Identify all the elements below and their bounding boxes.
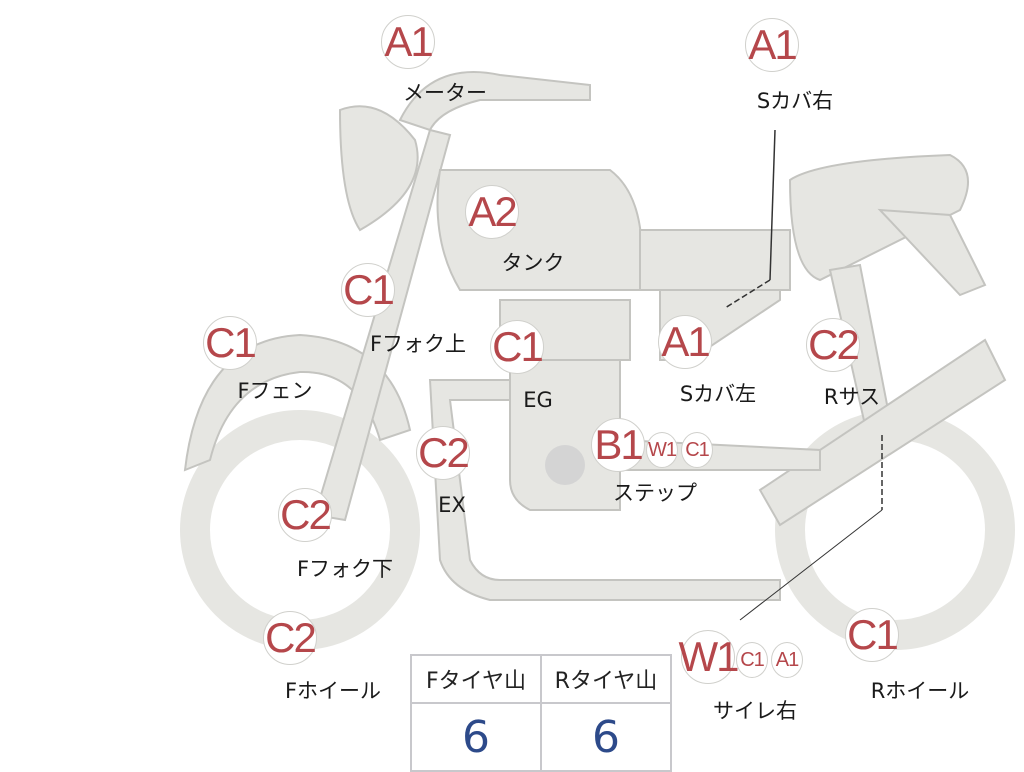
part-label: Rホイール <box>870 679 970 703</box>
grade-badge-small: C1 <box>736 642 768 678</box>
grade-badge: C2 <box>263 611 317 665</box>
grade-badge: C2 <box>416 426 470 480</box>
part-label: Fフォク下 <box>296 557 394 581</box>
rear-tire-header: Rタイヤ山 <box>540 654 672 704</box>
grade-badge: A2 <box>465 185 519 239</box>
part-label: EX <box>438 493 466 517</box>
part-label: タンク <box>501 251 565 275</box>
side-cover <box>639 229 791 291</box>
grade-badge: B1 <box>591 418 645 472</box>
seat <box>788 153 969 282</box>
exhaust <box>428 379 781 601</box>
front-tire-header: Fタイヤ山 <box>410 654 542 704</box>
part-label: サイレ右 <box>713 699 797 723</box>
grade-badge: C1 <box>845 608 899 662</box>
muffler <box>758 338 1007 527</box>
part-label: Sカバ左 <box>679 382 757 406</box>
tire-tread-table: Fタイヤ山 Rタイヤ山 6 6 <box>410 654 672 772</box>
grade-badge: A1 <box>658 315 712 369</box>
grade-badge: C1 <box>203 316 257 370</box>
grade-badge: C1 <box>490 320 544 374</box>
part-label: Fフォク上 <box>369 332 467 356</box>
grade-badge: C2 <box>806 318 860 372</box>
headlight <box>338 105 419 232</box>
front-tire-value: 6 <box>410 702 542 772</box>
part-label: メーター <box>403 81 487 105</box>
engine <box>509 359 621 511</box>
grade-badge: A1 <box>745 18 799 72</box>
grade-badge: C1 <box>341 263 395 317</box>
part-label: EG <box>523 388 553 412</box>
part-label: Rサス <box>823 385 881 409</box>
grade-badge-small: C1 <box>681 432 713 468</box>
part-label: Sカバ右 <box>756 89 834 113</box>
rear-tire-value: 6 <box>540 702 672 772</box>
part-label: Fホイール <box>284 679 382 703</box>
part-label: ステップ <box>613 481 697 505</box>
front-fork <box>313 128 452 522</box>
grade-badge: W1 <box>679 630 740 684</box>
grade-badge-small: W1 <box>646 432 678 468</box>
grade-badge: C2 <box>278 488 332 542</box>
handlebar <box>398 71 591 132</box>
grade-badge-small: A1 <box>771 642 803 678</box>
grade-badge: A1 <box>381 15 435 69</box>
part-label: Fフェン <box>237 379 313 403</box>
